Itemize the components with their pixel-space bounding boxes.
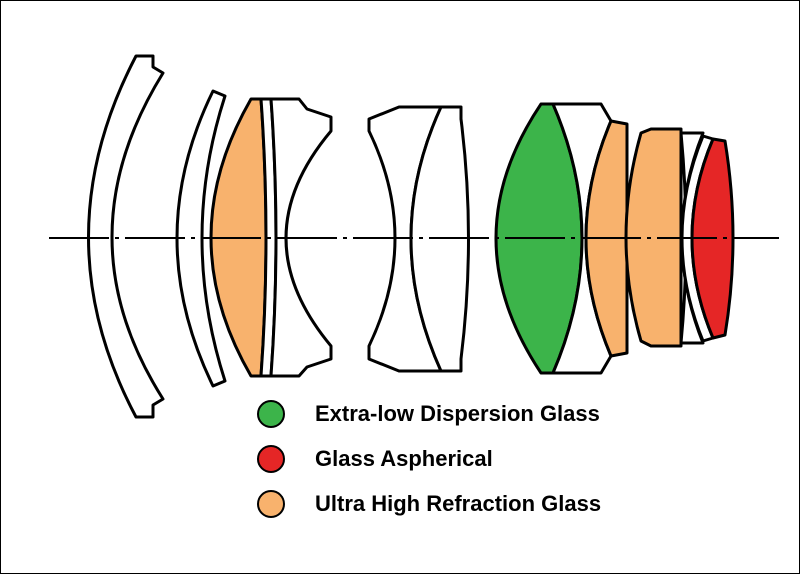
legend-item-aspherical: Glass Aspherical <box>257 436 697 481</box>
legend-item-ed-glass: Extra-low Dispersion Glass <box>257 391 697 436</box>
legend-label: Extra-low Dispersion Glass <box>315 400 600 426</box>
lens-element-1 <box>87 54 165 419</box>
lens-element-5 <box>269 97 333 378</box>
legend-item-uhr-glass: Ultra High Refraction Glass <box>257 481 697 526</box>
legend: Extra-low Dispersion Glass Glass Aspheri… <box>257 391 697 526</box>
legend-swatch-orange-icon <box>257 489 285 518</box>
legend-swatch-green-icon <box>257 399 285 428</box>
legend-swatch-red-icon <box>257 444 285 473</box>
lens-element-11-uhr <box>624 127 683 348</box>
legend-label: Ultra High Refraction Glass <box>315 490 602 516</box>
legend-label: Glass Aspherical <box>315 445 493 471</box>
